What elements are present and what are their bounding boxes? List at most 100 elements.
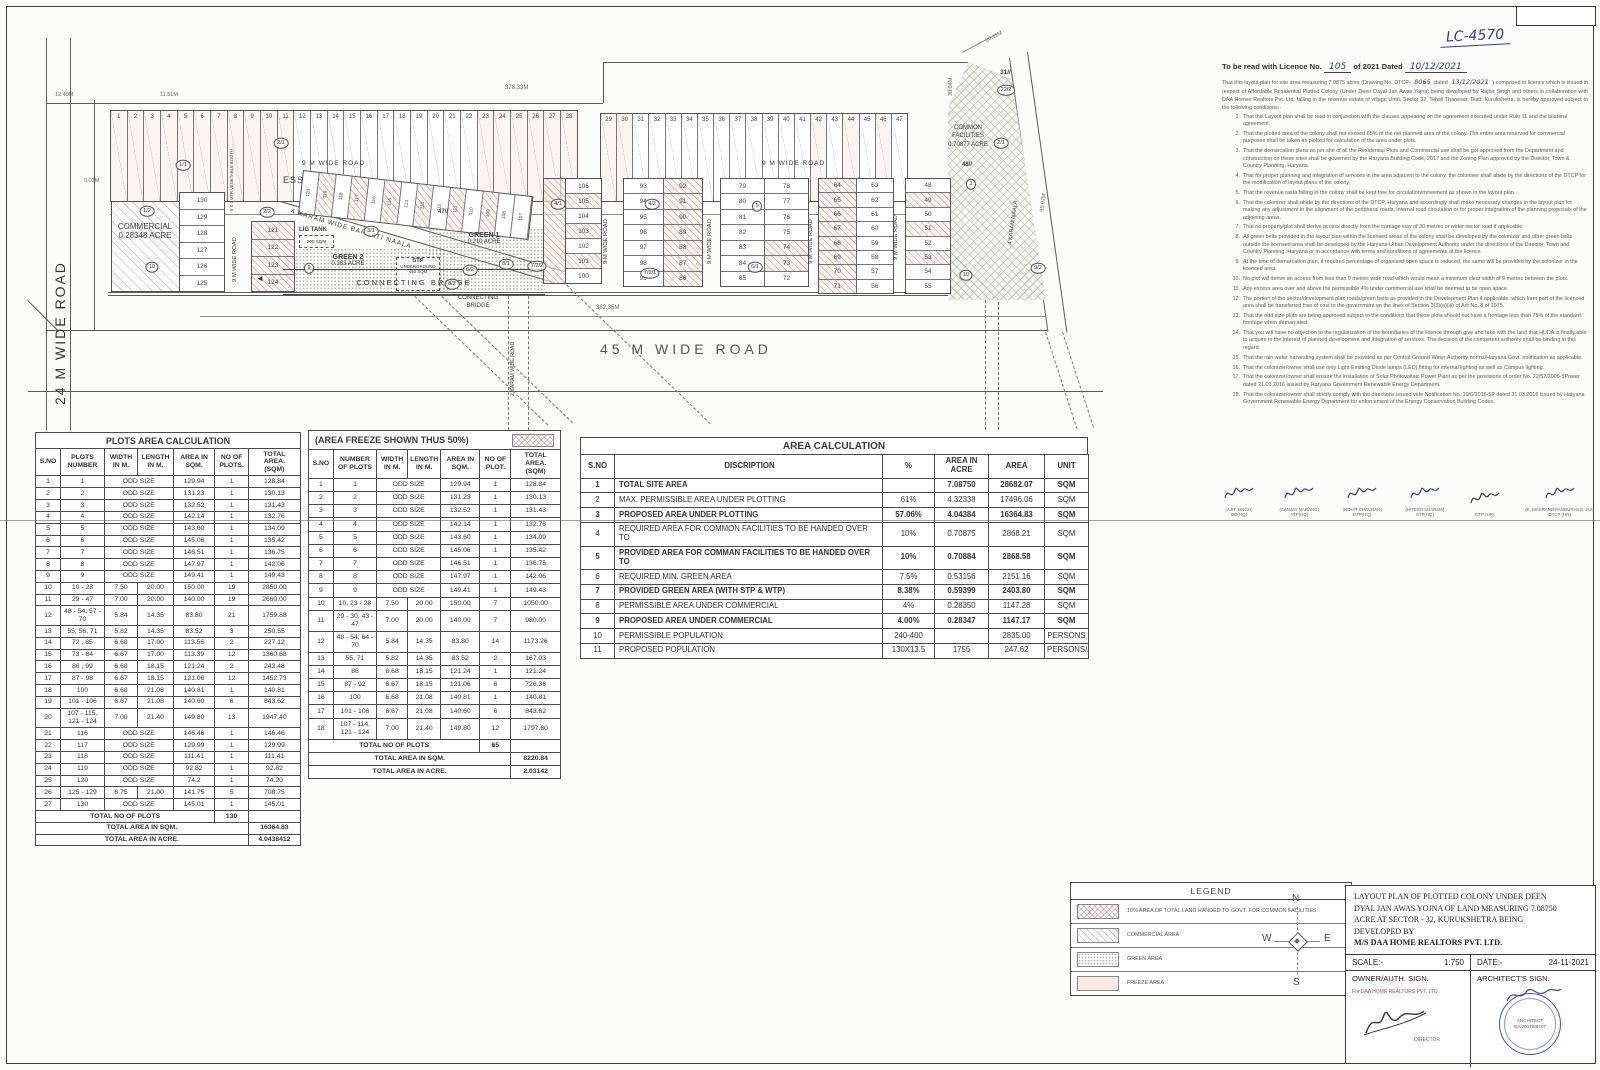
table-cell: 134.09 xyxy=(247,522,302,536)
signature-icon xyxy=(1545,487,1575,498)
table-cell: 1 xyxy=(479,583,512,598)
table-cell: 8 xyxy=(34,558,62,571)
table-cell: PLOTS NUMBER xyxy=(60,447,105,477)
table-cell: 19 xyxy=(34,695,62,709)
table-cell: 29 - 30, 43 - 47 xyxy=(332,609,378,632)
table-cell: 11 xyxy=(580,642,615,659)
table-cell: 6.68 xyxy=(376,664,409,680)
table-cell: 13 xyxy=(214,707,249,729)
notes-conditions: 1.That this Layout plan shall be read in… xyxy=(1230,114,1588,462)
table-cell: PROPOSED AREA UNDER COMMERCIAL xyxy=(614,613,883,630)
table-cell: 121.24 xyxy=(440,664,481,680)
table-cell: 131.23 xyxy=(172,487,216,501)
table-cell: SQM xyxy=(1044,569,1089,585)
table-cell: 101 - 106 xyxy=(332,704,378,719)
table-cell: 2.03142 xyxy=(510,764,561,780)
table-cell: 7.00 xyxy=(376,717,409,740)
table-cell: 1 xyxy=(214,750,249,764)
table-cell: 10 xyxy=(34,581,62,595)
table-cell: 1 xyxy=(214,762,249,776)
plot-24: 24 xyxy=(494,111,512,201)
table-cell: 92.82 xyxy=(172,762,216,776)
table-cell: 5 xyxy=(60,522,105,536)
table-cell: ODD SIZE xyxy=(376,477,442,493)
table-cell: TOTAL AREA IN ACRE. xyxy=(35,833,249,847)
legend-swatch-dots-icon xyxy=(1077,952,1119,967)
table-cell: 6.67 xyxy=(376,678,409,693)
table-cell: 2 xyxy=(479,651,512,666)
table-cell: TOTAL SITE AREA xyxy=(614,477,883,494)
mark-47: 47// xyxy=(438,209,449,215)
architect-signature-icon xyxy=(1506,988,1562,1002)
plot-95: 95 xyxy=(624,210,663,226)
table-cell: 111.41 xyxy=(172,750,216,764)
table-cell: 74.20 xyxy=(247,774,302,788)
dim-378: 378.33M xyxy=(505,85,529,91)
table-cell: 146.46 xyxy=(172,727,216,741)
owner-sign-cell: OWNER/AUTH. SIGN. For DAA HOME REALTORS … xyxy=(1346,971,1471,1068)
legend-swatch-cross-icon xyxy=(1077,904,1119,919)
table-cell: ODD SIZE xyxy=(103,727,174,741)
note-condition: 18.That the colonizer/owner shall strict… xyxy=(1232,391,1585,405)
table-cell: 16 xyxy=(308,691,334,706)
plot-126: 126 xyxy=(180,259,224,276)
table-cell: 147.97 xyxy=(172,558,216,571)
table-cell: 150.00 xyxy=(172,581,216,595)
table-cell: TOTAL AREA IN SQM. xyxy=(35,821,249,835)
table-cell: 136.75 xyxy=(510,556,561,572)
table-cell: 18 xyxy=(34,684,62,697)
table-cell: 149.80 xyxy=(172,707,216,729)
table-cell: 23 xyxy=(34,750,62,764)
table-cell: 13 xyxy=(34,625,62,638)
table-cell: SQM xyxy=(1044,598,1089,615)
table-cell: 21.08 xyxy=(407,691,442,706)
table-cell: ODD SIZE xyxy=(376,504,442,519)
table-cell: 129.99 xyxy=(172,739,216,752)
plot-55: 55 xyxy=(924,282,932,290)
table-cell: 11 xyxy=(308,609,334,632)
table-cell: 19 xyxy=(214,581,249,595)
table-cell: 247.62 xyxy=(988,642,1045,659)
table-cell: 11 xyxy=(34,593,62,607)
table-cell: MAX. PERMISSIBLE AREA UNDER PLOTTING xyxy=(614,492,883,509)
signature-icon xyxy=(1224,487,1254,498)
table-cell: 14.35 xyxy=(137,625,174,638)
plot-53: 53 xyxy=(906,250,950,266)
table-cell: 140.81 xyxy=(172,684,216,697)
table-cell: PERMISSIBLE AREA UNDER COMMERCIAL xyxy=(614,598,883,615)
table-cell: 12 xyxy=(308,630,334,653)
table-cell: 5.84 xyxy=(103,605,139,626)
table-cell: 8 xyxy=(60,558,105,571)
legend-item: GREEN AREA xyxy=(1071,948,1351,972)
table-cell: 16364.83 xyxy=(247,821,302,835)
note-condition: 7.That no property/plot shall derive acc… xyxy=(1235,224,1524,231)
table-cell: 1 xyxy=(332,477,378,493)
table-cell: 9 xyxy=(580,613,615,630)
table-cell: 147.97 xyxy=(440,570,481,585)
table-cell: 726.36 xyxy=(510,678,561,693)
table-cell: 2 xyxy=(60,487,105,501)
legend-item: COMMERCIAL AREA xyxy=(1071,924,1351,948)
table-cell xyxy=(934,628,989,644)
table-cell: 5 xyxy=(34,522,62,536)
table-cell: 1 xyxy=(214,558,249,571)
table-cell: 118 xyxy=(60,750,105,764)
table-cell: 7 xyxy=(479,596,512,611)
plot-1: 1 xyxy=(111,111,128,201)
zone-circle: 1/1 xyxy=(175,159,191,171)
table-cell: 7 xyxy=(308,556,334,572)
legend-title: LEGEND xyxy=(1071,883,1351,900)
plot-7: 7 xyxy=(211,111,228,201)
table-cell: 48 - 54, 57 - 70 xyxy=(60,605,105,626)
table-cell: 1173.26 xyxy=(510,630,561,653)
table-cell: 843.62 xyxy=(247,695,302,709)
plot-97: 97 xyxy=(624,241,663,257)
plot-96: 96 xyxy=(624,225,663,241)
table-cell: 6 xyxy=(34,534,62,548)
table-cell: 130 xyxy=(60,798,105,811)
table-cell: 87 - 92 xyxy=(332,678,378,693)
table-cell: ODD SIZE xyxy=(103,750,174,764)
signature: CTP (HR) xyxy=(1468,487,1502,518)
table-cell: 1 xyxy=(214,534,249,548)
